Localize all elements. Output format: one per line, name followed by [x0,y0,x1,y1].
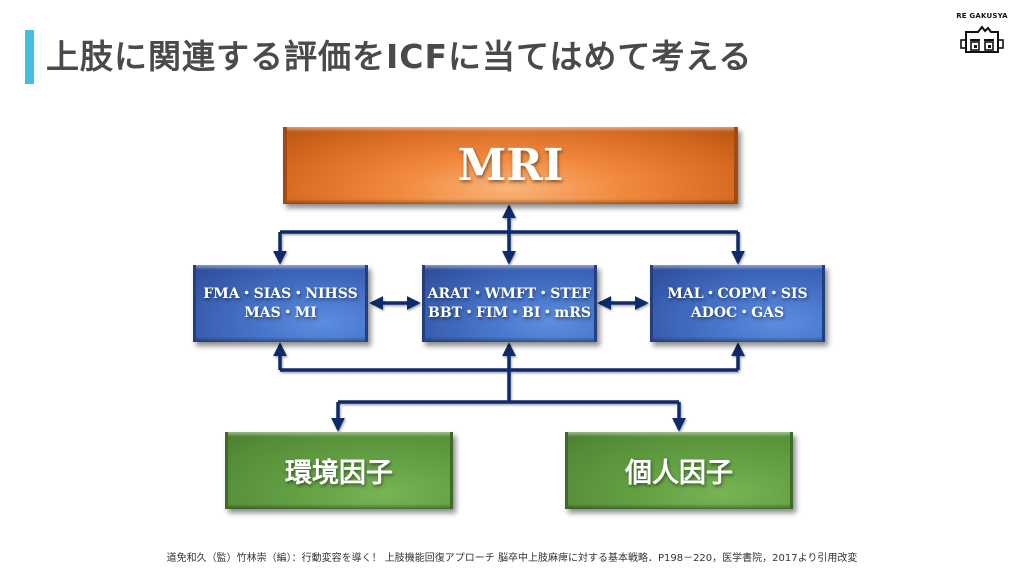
node-label: ARAT・WMFT・STEF BBT・FIM・BI・mRS [428,285,592,323]
node-mri-label: MRI [457,140,564,191]
node-activity: ARAT・WMFT・STEF BBT・FIM・BI・mRS [422,265,597,342]
node-label-line2: MAS・MI [244,304,317,321]
node-label: MAL・COPM・SIS ADOC・GAS [667,285,807,323]
node-participation: MAL・COPM・SIS ADOC・GAS [650,265,825,342]
logo-text: RE GAKUSYA [956,12,1008,20]
node-personal-factors: 個人因子 [565,432,793,509]
title-accent-bar [25,30,34,84]
node-environmental-factors: 環境因子 [225,432,453,509]
logo-house-face-icon [960,25,1004,53]
logo: RE GAKUSYA [952,12,1012,60]
node-label-line2: ADOC・GAS [690,304,785,321]
slide-title: 上肢に関連する評価をICFに当てはめて考える [46,37,753,76]
node-label: FMA・SIAS・NIHSS MAS・MI [203,285,357,323]
node-label-line1: MAL・COPM・SIS [667,285,808,302]
node-label: 個人因子 [625,458,733,489]
node-label-line2: BBT・FIM・BI・mRS [427,304,591,321]
node-body-function: FMA・SIAS・NIHSS MAS・MI [193,265,368,342]
node-label-line1: ARAT・WMFT・STEF [427,285,592,302]
node-label-line1: FMA・SIAS・NIHSS [203,285,358,302]
node-mri: MRI [283,127,738,204]
node-label: 環境因子 [285,458,393,489]
citation: 道免和久（監）竹林崇（編）：行動変容を導く！ 上肢機能回復アプローチ 脳卒中上肢… [166,553,858,564]
